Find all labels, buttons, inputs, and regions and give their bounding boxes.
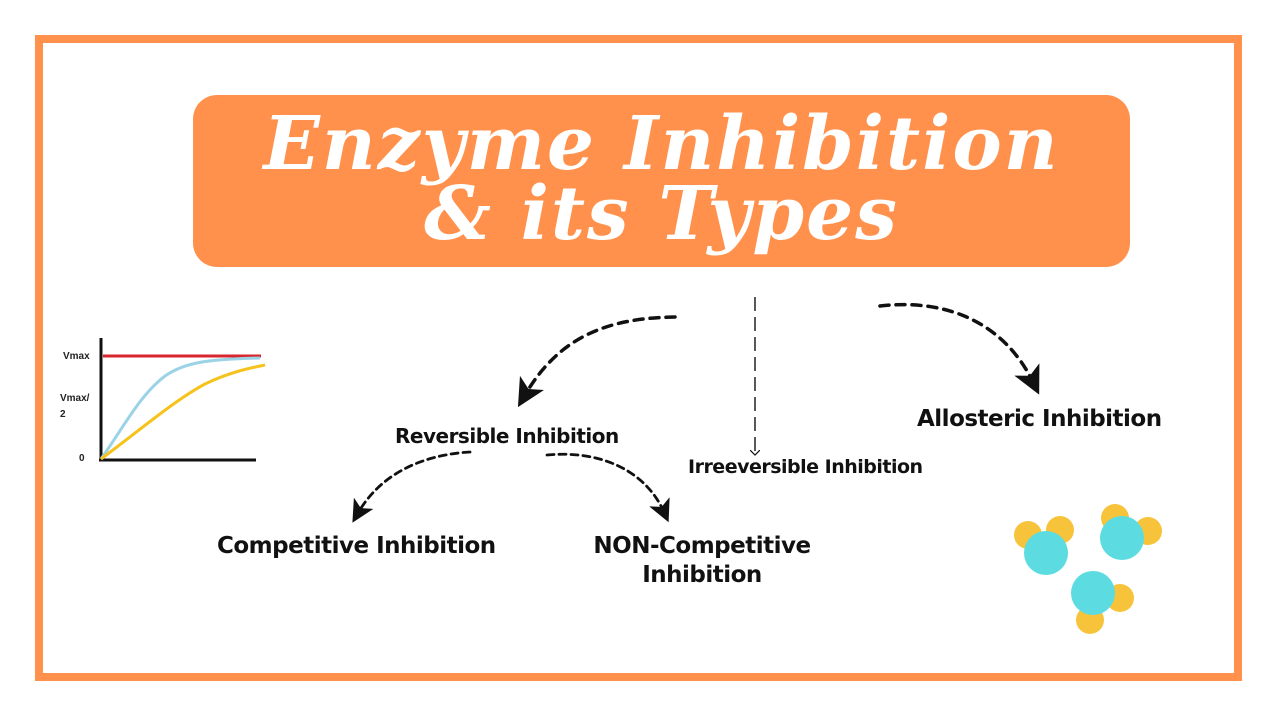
node-noncompetitive-line1: NON-Competitive [593, 533, 811, 559]
node-allosteric-inhibition: Allosteric Inhibition [917, 406, 1162, 432]
node-reversible-inhibition: Reversible Inhibition [395, 424, 619, 448]
node-noncompetitive-line2: Inhibition [642, 562, 762, 588]
chart-label-half-vmax-2: 2 [60, 409, 66, 420]
title-line-1: Enzyme Inhibition [263, 101, 1060, 187]
title-banner: Enzyme Inhibition & its Types [193, 95, 1130, 267]
chart-label-vmax: Vmax [63, 351, 90, 362]
title-line-2: & its Types [424, 171, 899, 257]
chart-label-zero: 0 [79, 453, 85, 464]
node-competitive-inhibition: Competitive Inhibition [217, 533, 496, 559]
node-irreversible-inhibition: Irreeversible Inhibition [688, 456, 923, 478]
chart-label-half-vmax: Vmax/ [60, 393, 90, 404]
